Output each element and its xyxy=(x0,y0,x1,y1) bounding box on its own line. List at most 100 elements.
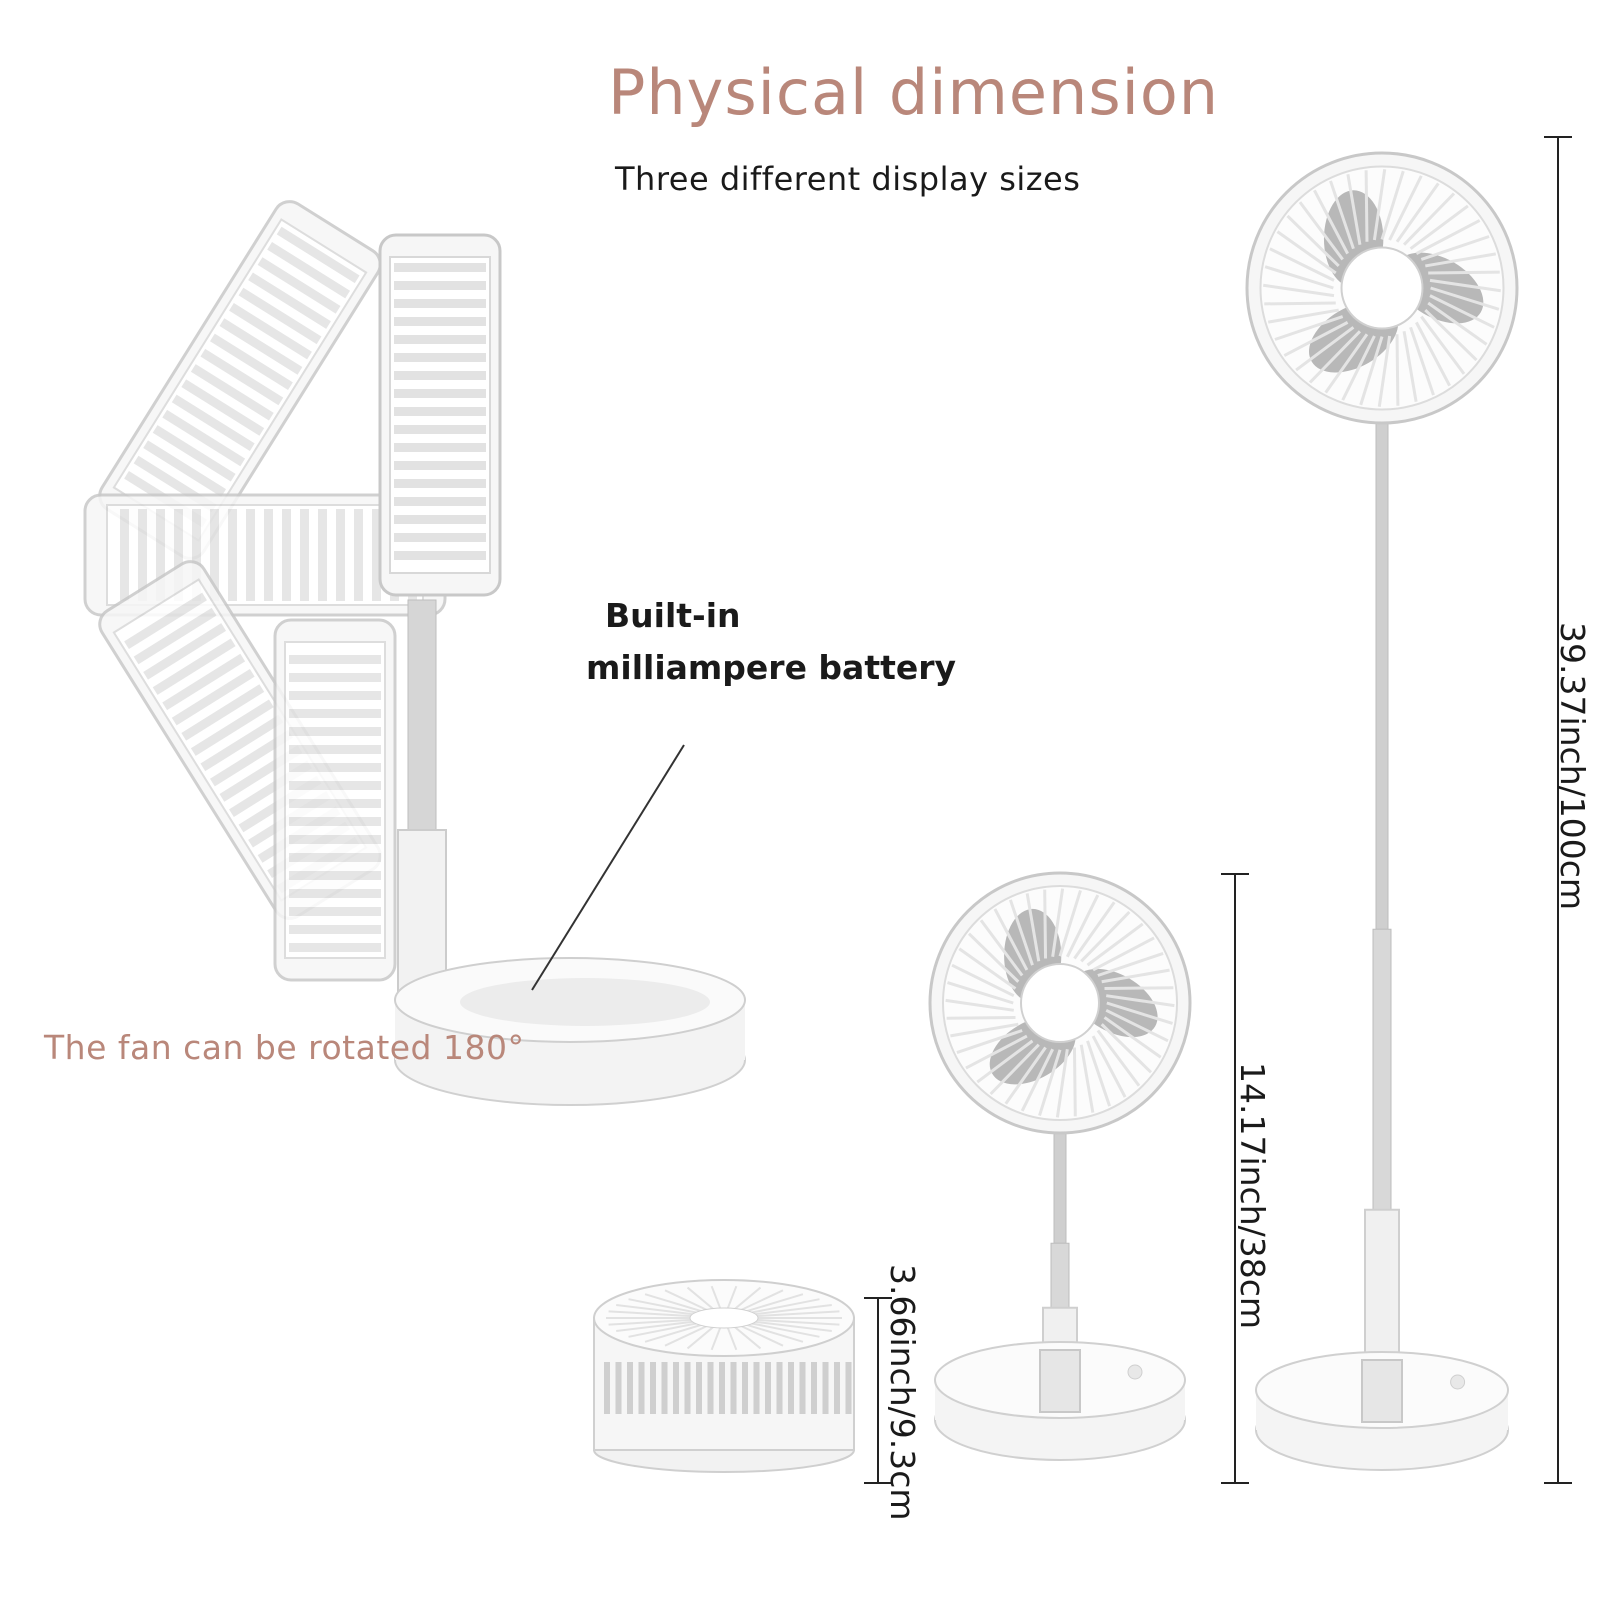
grille-slat xyxy=(171,668,255,726)
grille-slat xyxy=(394,407,486,416)
power-button xyxy=(1450,1374,1466,1390)
grille-spoke xyxy=(951,963,1015,998)
grille-slat xyxy=(181,379,265,436)
grille-spoke xyxy=(1106,1001,1173,1025)
grille-slat xyxy=(394,335,486,344)
grille-spoke xyxy=(1395,334,1400,406)
grille-slat xyxy=(394,443,486,452)
grille-spoke xyxy=(1420,235,1490,261)
grille-slat xyxy=(289,655,381,664)
grille-slat xyxy=(200,348,284,406)
grille-spoke xyxy=(958,947,1017,990)
grille-slat xyxy=(209,730,293,787)
mid-height-fan-illustration xyxy=(928,871,1192,1461)
grille-spoke xyxy=(1106,994,1175,1008)
grille-spoke xyxy=(1100,1023,1153,1074)
grille-spoke xyxy=(1283,321,1349,357)
grille-slat xyxy=(289,781,381,790)
grille-spoke xyxy=(1372,169,1387,241)
rotating-fan-pole xyxy=(407,599,437,831)
grille-slat xyxy=(228,509,237,601)
grille-slat xyxy=(289,943,381,952)
grille-slat xyxy=(318,509,327,601)
grille-spoke xyxy=(1409,204,1469,250)
dimension-label-large: 39.37inch/100cm xyxy=(1553,622,1592,911)
grille-spoke xyxy=(1427,301,1488,346)
grille-spoke xyxy=(1402,192,1456,246)
grille-slat xyxy=(200,714,284,772)
grille-spoke xyxy=(1308,330,1362,384)
grille-spoke xyxy=(947,981,1014,1005)
folded-fan-slat xyxy=(707,1362,714,1414)
rotated-fan-head xyxy=(378,233,502,597)
grille-spoke xyxy=(1264,301,1336,306)
grille-spoke xyxy=(993,908,1029,971)
subtitle: Three different display sizes xyxy=(615,160,1081,198)
grille-spoke xyxy=(1055,1049,1069,1118)
folded-fan-slat xyxy=(650,1362,656,1414)
grille-slat xyxy=(190,364,274,421)
grille-slat xyxy=(394,479,486,488)
fan-hub xyxy=(1020,963,1100,1043)
grille-spoke xyxy=(1008,899,1034,966)
grille-slat xyxy=(394,389,486,398)
grille-spoke xyxy=(1079,1044,1095,1113)
battery-label-line-2: milliampere battery xyxy=(586,648,957,687)
grille-spoke xyxy=(1101,968,1170,984)
grille-spoke xyxy=(1072,1047,1077,1117)
grille-slat xyxy=(289,817,381,826)
grille-spoke xyxy=(1329,180,1355,250)
folded-fan-slat xyxy=(673,1362,679,1414)
grille-spoke xyxy=(1267,308,1339,324)
fan-pole-upper xyxy=(1375,414,1389,930)
folded-fan-slat xyxy=(822,1362,829,1414)
grille-slat xyxy=(276,226,360,284)
grille-spoke xyxy=(1065,894,1100,958)
grille-spoke xyxy=(1286,214,1340,268)
folded-fan-slat xyxy=(845,1362,852,1414)
grille-spoke xyxy=(1380,170,1405,240)
grille-slat xyxy=(282,509,291,601)
grille-spoke xyxy=(1295,326,1355,372)
fan-hinge xyxy=(1361,1359,1403,1423)
grille-slat xyxy=(394,425,486,434)
grille-spoke xyxy=(950,1022,1019,1038)
battery-pointer-line xyxy=(531,744,685,991)
grille-slat xyxy=(394,461,486,470)
grille-spoke xyxy=(1051,888,1065,957)
grille-slat xyxy=(289,925,381,934)
grille-slat xyxy=(289,853,381,862)
grille-slat xyxy=(264,509,273,601)
folded-fan-slat xyxy=(615,1362,622,1414)
grille-slat xyxy=(394,371,486,380)
grille-spoke xyxy=(1020,1048,1055,1112)
grille-spoke xyxy=(1097,951,1164,977)
grille-slat xyxy=(289,673,381,682)
folded-fan-slat xyxy=(765,1362,771,1414)
power-button xyxy=(1127,1364,1143,1380)
folded-fan-slat xyxy=(742,1362,748,1414)
folded-fan-slat xyxy=(753,1362,760,1414)
grille-slat xyxy=(289,835,381,844)
grille-spoke xyxy=(1346,173,1362,245)
grille-slat xyxy=(209,333,293,390)
grille-spoke xyxy=(1341,335,1376,401)
grille-slat xyxy=(190,699,274,756)
grille-spoke xyxy=(1313,189,1349,255)
grille-spoke xyxy=(1073,901,1116,960)
folded-fan-hub xyxy=(689,1307,759,1329)
grille-slat xyxy=(133,607,217,665)
grille-spoke xyxy=(1298,201,1344,261)
grille-spoke xyxy=(1263,283,1335,298)
grille-spoke xyxy=(1043,889,1048,959)
grille-slat xyxy=(138,509,147,601)
grille-spoke xyxy=(1276,230,1337,275)
grille-slat xyxy=(143,440,227,497)
grille-slat xyxy=(289,727,381,736)
fan-pole-middle xyxy=(1050,1242,1070,1309)
grille-spoke xyxy=(1105,1008,1169,1043)
grille-spoke xyxy=(1364,170,1369,242)
folded-fan-slat xyxy=(799,1362,806,1414)
grille-slat xyxy=(171,394,255,452)
